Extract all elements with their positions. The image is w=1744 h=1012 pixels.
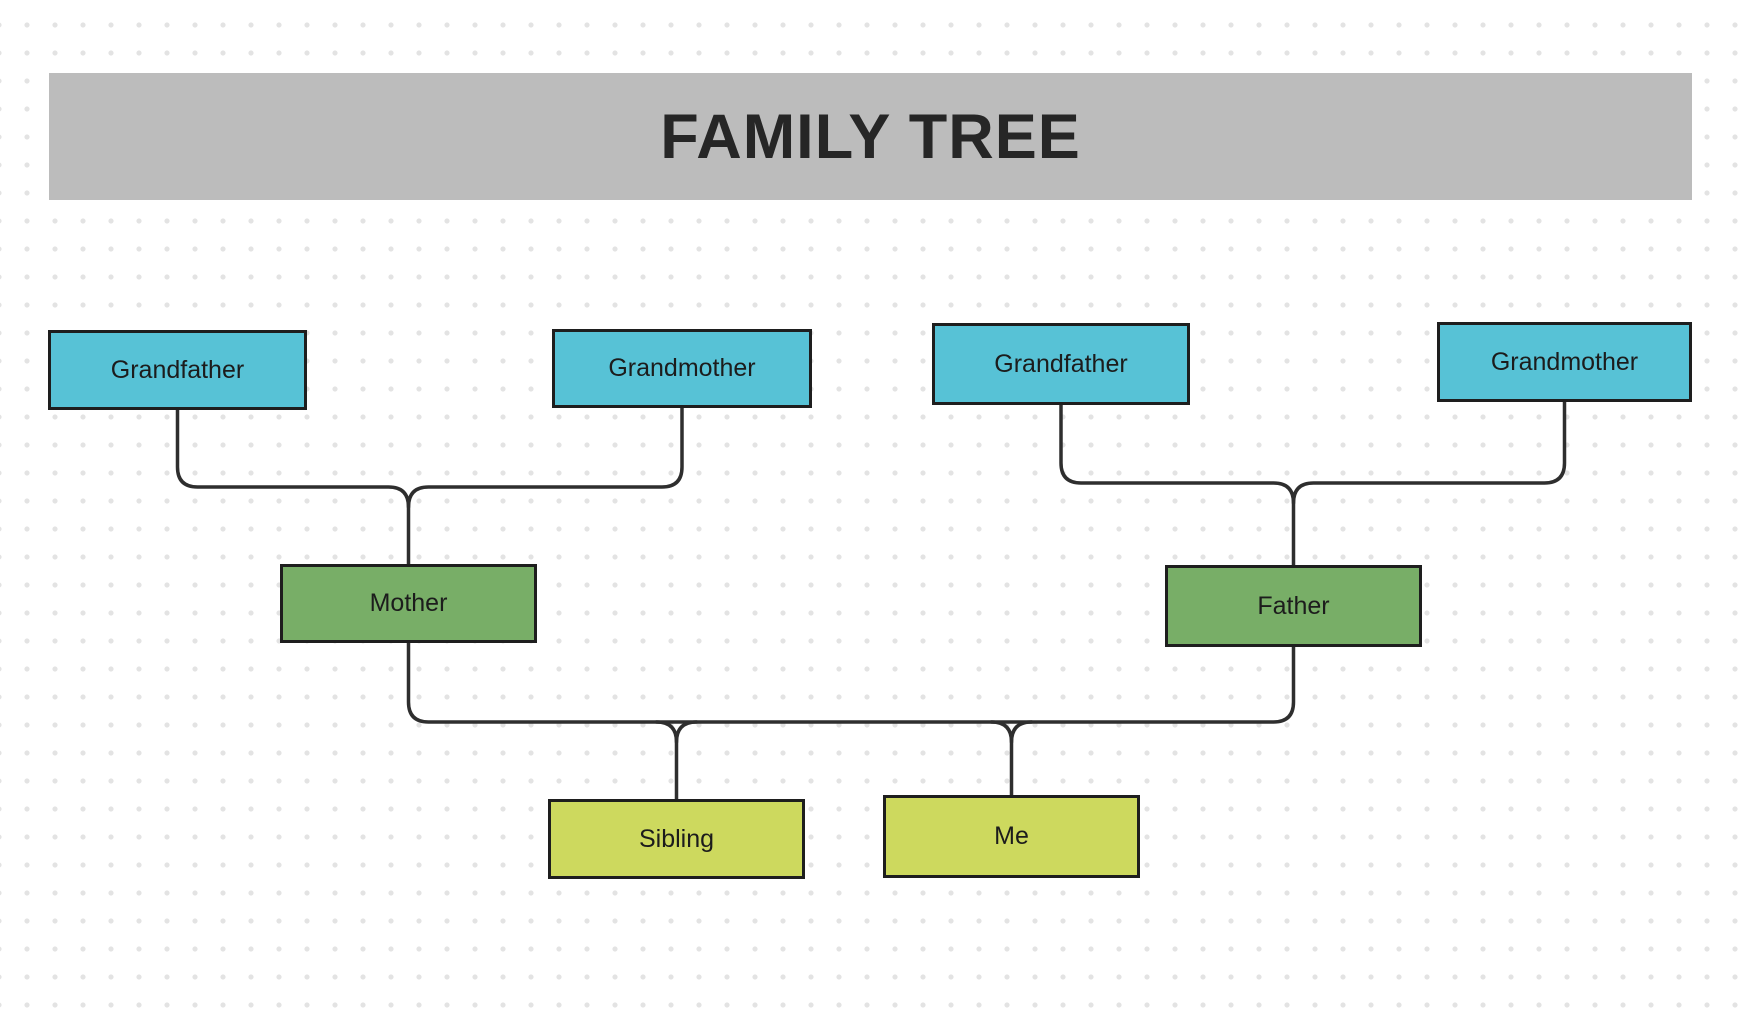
connector-rail-to-me (989, 720, 1014, 797)
node-label: Mother (369, 589, 448, 617)
node-mother: Mother (280, 564, 537, 643)
connector-paternal-grandmother-to-father (1291, 400, 1567, 505)
node-label: Grandfather (110, 355, 245, 384)
connector-rail-to-me-fillet (1009, 720, 1034, 744)
connector-paternal-grandfather-to-father (1059, 403, 1296, 567)
connector-rail-to-sibling (654, 720, 679, 801)
node-label: Grandfather (994, 349, 1128, 378)
connector-maternal-grandfather-to-mother (175, 408, 411, 566)
node-label: Me (994, 822, 1029, 850)
node-grandmother-maternal: Grandmother (552, 329, 812, 408)
connector-rail-to-sibling-fillet (674, 720, 699, 744)
node-label: Grandmother (608, 354, 756, 382)
page-title: FAMILY TREE (660, 101, 1081, 172)
node-me: Me (883, 795, 1140, 878)
node-grandfather-paternal: Grandfather (932, 323, 1190, 405)
node-grandfather-maternal: Grandfather (48, 330, 307, 410)
node-grandmother-paternal: Grandmother (1437, 322, 1692, 402)
node-sibling: Sibling (548, 799, 805, 879)
title-banner: FAMILY TREE (49, 73, 1692, 200)
connector-parents-rail (406, 641, 1296, 724)
node-father: Father (1165, 565, 1422, 647)
connector-maternal-grandmother-to-mother (406, 406, 684, 509)
node-label: Father (1257, 591, 1330, 620)
node-label: Grandmother (1490, 347, 1639, 376)
node-label: Sibling (638, 824, 715, 853)
